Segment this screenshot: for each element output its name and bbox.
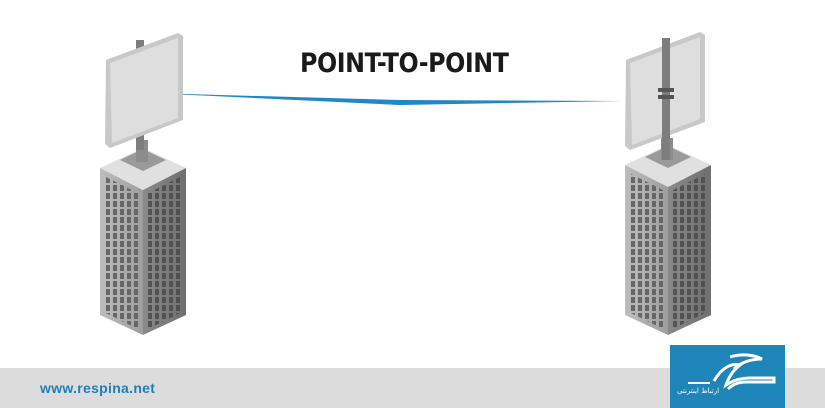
diagram-title: POINT-TO-POINT	[300, 48, 509, 79]
left-antenna	[105, 33, 183, 150]
logo-mark-icon	[688, 353, 776, 391]
respina-logo: ارتباط اینترنتی	[670, 345, 785, 408]
link-beam	[150, 93, 622, 105]
right-building	[625, 138, 711, 335]
logo-tagline: ارتباط اینترنتی	[677, 387, 720, 395]
website-link[interactable]: www.respina.net	[40, 380, 156, 396]
left-building	[100, 140, 186, 335]
right-antenna	[625, 32, 705, 160]
